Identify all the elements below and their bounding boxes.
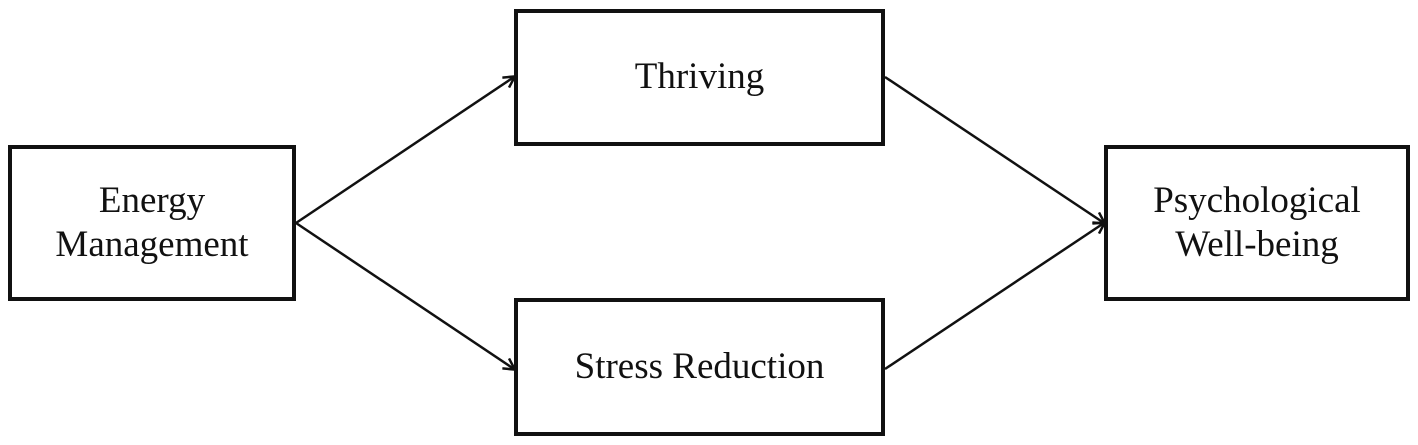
node-psychological-wellbeing-line-2: Well-being bbox=[1175, 224, 1339, 265]
arrow-thriving-to-wellbeing bbox=[884, 75, 1104, 223]
node-psychological-wellbeing-line-1: Psychological bbox=[1153, 179, 1361, 221]
node-psychological-wellbeing: Psychological Well-being bbox=[1104, 145, 1410, 301]
node-stress-reduction-label: Stress Reduction bbox=[574, 345, 825, 387]
node-stress-reduction: Stress Reduction bbox=[514, 298, 885, 436]
node-energy-management-line-2: Management bbox=[55, 224, 249, 265]
arrow-stress-to-wellbeing bbox=[884, 223, 1104, 371]
node-energy-management-line-1: Energy bbox=[98, 179, 206, 221]
arrow-energy-to-thriving bbox=[295, 77, 514, 225]
node-thriving: Thriving bbox=[514, 9, 885, 146]
node-energy-management: Energy Management bbox=[8, 145, 296, 301]
node-thriving-label: Thriving bbox=[634, 56, 765, 98]
arrow-energy-to-stress bbox=[295, 221, 514, 369]
